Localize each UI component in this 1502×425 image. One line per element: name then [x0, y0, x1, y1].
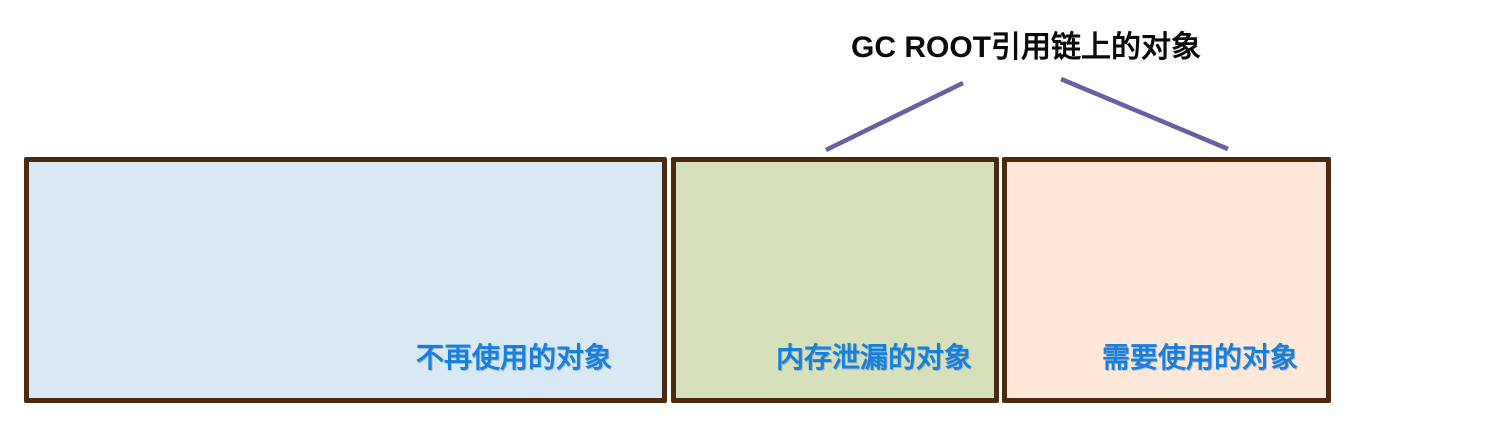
box-leaked-objects: 内存泄漏的对象	[671, 157, 999, 403]
connector-line-right	[1060, 76, 1229, 152]
connector-line-left	[825, 80, 964, 153]
box-leaked-objects-label: 内存泄漏的对象	[775, 342, 972, 373]
box-unused-objects-label: 不再使用的对象	[415, 342, 612, 373]
box-needed-objects: 需要使用的对象	[1002, 157, 1331, 403]
box-unused-objects: 不再使用的对象	[24, 157, 667, 403]
box-needed-objects-label: 需要使用的对象	[1101, 342, 1298, 373]
diagram-title: GC ROOT引用链上的对象	[851, 31, 1201, 64]
